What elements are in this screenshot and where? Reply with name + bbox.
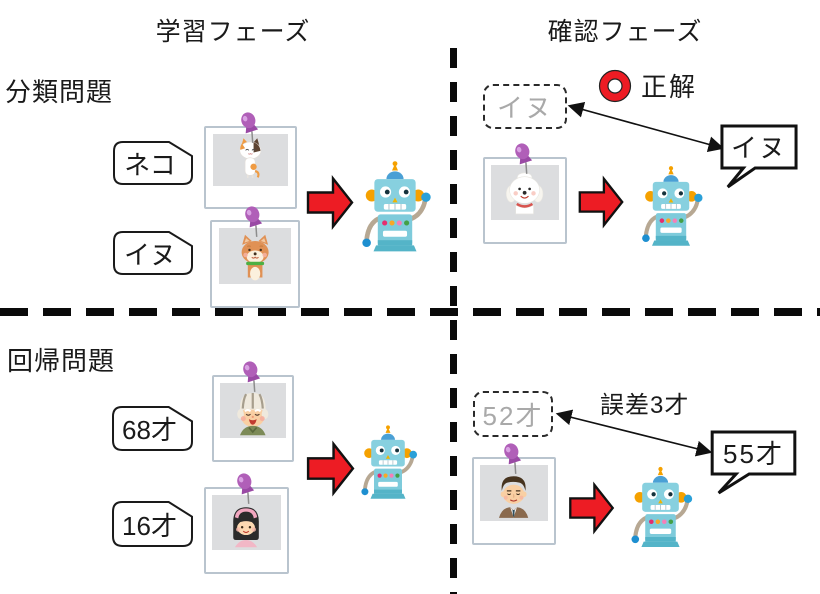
elderly-woman-photo — [212, 375, 294, 462]
input-arrow-icon — [569, 481, 615, 535]
pushpin-icon — [235, 111, 263, 145]
elderly-woman-illustration — [237, 392, 269, 436]
classification-row-label: 分類問題 — [5, 77, 114, 107]
learning-phase-title: 学習フェーズ — [155, 18, 311, 46]
input-arrow-icon — [578, 175, 624, 229]
double-headed-arrow-icon — [555, 409, 713, 457]
label-text-cat: ネコ — [124, 149, 176, 180]
regression-row-label: 回帰問題 — [7, 346, 116, 376]
label-box-dog: イヌ — [113, 231, 193, 275]
prediction-text-age: 52才 — [482, 400, 544, 431]
pushpin-icon — [231, 472, 259, 506]
girl-photo — [204, 487, 289, 574]
input-arrow-icon — [306, 440, 355, 497]
robot-icon — [622, 466, 699, 550]
robot-icon — [353, 424, 423, 502]
robot-answer-age: 55才 — [723, 439, 784, 469]
pushpin-icon — [240, 205, 268, 239]
robot-icon — [633, 165, 709, 249]
answer-bubble-dog: イヌ — [720, 124, 798, 190]
prediction-text-dog: イヌ — [496, 93, 553, 123]
man-photo — [472, 457, 556, 545]
label-box-cat: ネコ — [113, 141, 193, 185]
correct-mark-group: 正解 — [597, 67, 697, 104]
label-text-dog: イヌ — [123, 239, 176, 270]
red-circle-mark-icon — [598, 69, 632, 102]
label-box-68: 68才 — [112, 406, 193, 451]
input-arrow-icon — [306, 175, 354, 230]
horizontal-divider — [0, 308, 820, 316]
man-illustration — [499, 476, 529, 518]
shiba-dog-photo — [210, 220, 300, 308]
verification-phase-title: 確認フェーズ — [547, 18, 703, 46]
label-text-16: 16才 — [122, 510, 177, 541]
prediction-box-age: 52才 — [473, 391, 553, 437]
pushpin-icon — [238, 360, 266, 394]
cat-photo — [204, 126, 297, 209]
label-text-68: 68才 — [122, 415, 177, 445]
vertical-divider — [450, 48, 457, 594]
pushpin-icon — [510, 142, 538, 176]
pushpin-icon — [499, 442, 527, 476]
robot-answer-dog: イヌ — [730, 133, 787, 163]
girl-illustration — [233, 507, 260, 548]
robot-icon — [352, 160, 438, 255]
double-headed-arrow-icon — [567, 101, 725, 153]
white-dog-photo — [483, 157, 567, 244]
calico-cat-illustration — [239, 137, 262, 178]
label-box-16: 16才 — [112, 501, 193, 547]
shiba-dog-illustration — [241, 234, 269, 281]
answer-bubble-age: 55才 — [710, 430, 797, 496]
maltese-dog-illustration — [506, 172, 544, 215]
prediction-box-dog: イヌ — [483, 84, 567, 129]
correct-label: 正解 — [641, 72, 698, 102]
